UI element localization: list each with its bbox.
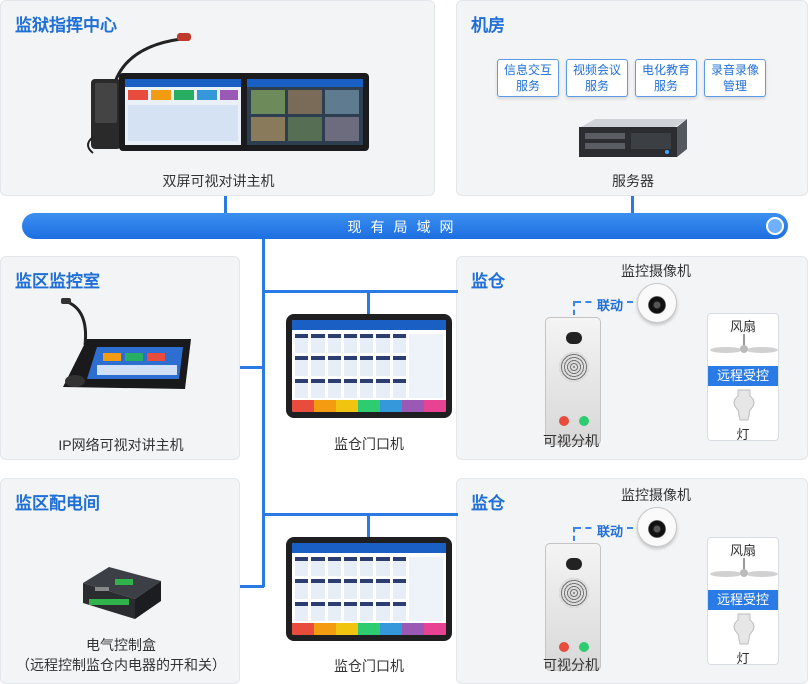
remote-control-band-1: 远程受控 xyxy=(708,366,778,386)
door-terminal-label-1: 监仓门口机 xyxy=(334,436,404,452)
drop-terminal-2 xyxy=(367,513,370,537)
link-monitor-room xyxy=(240,366,264,369)
link-line-v-2 xyxy=(573,527,575,541)
electrical-control-box-label: 电气控制盒 xyxy=(86,637,156,653)
door-terminal-2 xyxy=(286,537,452,641)
ceiling-fan-icon-2 xyxy=(710,558,778,577)
service-recording-management: 录音录像 管理 xyxy=(704,59,766,97)
dual-screen-host-image xyxy=(73,27,373,157)
drop-terminal-1 xyxy=(367,290,370,314)
command-center-title: 监狱指挥中心 xyxy=(15,16,117,35)
dual-screen-host-label: 双屏可视对讲主机 xyxy=(162,173,275,189)
cell-panel-2: 监仓 监控摄像机 联动 可视分机 风扇 远程受控 灯 xyxy=(456,478,808,684)
ip-intercom-host-image xyxy=(57,297,197,397)
video-intercom-label-1: 可视分机 xyxy=(543,433,599,449)
cell-title-1: 监仓 xyxy=(471,272,505,291)
light-label-1: 灯 xyxy=(736,427,750,442)
monitor-room-panel: 监区监控室 IP网络可视对讲主机 xyxy=(0,256,240,460)
electrical-control-box-image xyxy=(79,563,163,623)
camera-label-2: 监控摄像机 xyxy=(621,487,691,503)
server-image xyxy=(575,117,691,161)
light-label-2: 灯 xyxy=(736,651,750,666)
link-server-room xyxy=(631,196,634,214)
server-room-panel: 机房 信息交互 服务 视频会议 服务 电化教育 服务 录音录像 管理 服务器 xyxy=(456,0,808,196)
server-label: 服务器 xyxy=(612,173,654,189)
power-room-title: 监区配电间 xyxy=(15,494,100,513)
bus-end-cap xyxy=(766,217,784,235)
link-label-1: 联动 xyxy=(595,295,626,314)
link-label-2: 联动 xyxy=(595,521,626,540)
command-center-panel: 监狱指挥中心 双屏可视对讲主机 xyxy=(0,0,435,196)
service-info-exchange: 信息交互 服务 xyxy=(497,59,559,97)
lan-bus: 现有局域网 xyxy=(22,213,788,239)
service-video-conference: 视频会议 服务 xyxy=(566,59,628,97)
fan-label-1: 风扇 xyxy=(729,319,756,334)
door-terminal-label-2: 监仓门口机 xyxy=(334,658,404,674)
link-line-v-1 xyxy=(573,301,575,315)
cell-panel-1: 监仓 监控摄像机 联动 可视分机 风扇 远程受控 灯 xyxy=(456,256,808,460)
ip-intercom-host-label: IP网络可视对讲主机 xyxy=(58,437,184,453)
dome-camera-icon-2 xyxy=(637,507,677,547)
video-intercom-label-2: 可视分机 xyxy=(543,657,599,673)
light-bulb-icon-2 xyxy=(733,613,755,645)
camera-label-1: 监控摄像机 xyxy=(621,263,691,279)
branch-cell-1 xyxy=(262,290,458,293)
branch-cell-2 xyxy=(262,513,458,516)
light-bulb-icon-1 xyxy=(733,389,755,421)
monitor-room-title: 监区监控室 xyxy=(15,272,100,291)
remote-control-box-1: 风扇 远程受控 灯 xyxy=(707,313,779,442)
trunk-vertical xyxy=(262,239,265,587)
link-command-center xyxy=(224,196,227,214)
video-intercom-unit-2 xyxy=(545,543,601,671)
door-terminal-1 xyxy=(286,314,452,418)
video-intercom-unit-1 xyxy=(545,317,601,445)
remote-control-box-2: 风扇 远程受控 灯 xyxy=(707,537,779,666)
service-e-education: 电化教育 服务 xyxy=(635,59,697,97)
cell-title-2: 监仓 xyxy=(471,494,505,513)
lan-bus-label: 现有局域网 xyxy=(347,219,463,235)
fan-label-2: 风扇 xyxy=(729,543,756,558)
remote-control-band-2: 远程受控 xyxy=(708,590,778,610)
power-room-panel: 监区配电间 电气控制盒 （远程控制监仓内电器的开和关） xyxy=(0,478,240,684)
link-power-room xyxy=(240,585,264,588)
dome-camera-icon-1 xyxy=(637,283,677,323)
electrical-control-box-note: （远程控制监仓内电器的开和关） xyxy=(16,657,226,673)
server-room-title: 机房 xyxy=(471,16,505,35)
ceiling-fan-icon-1 xyxy=(710,334,778,353)
